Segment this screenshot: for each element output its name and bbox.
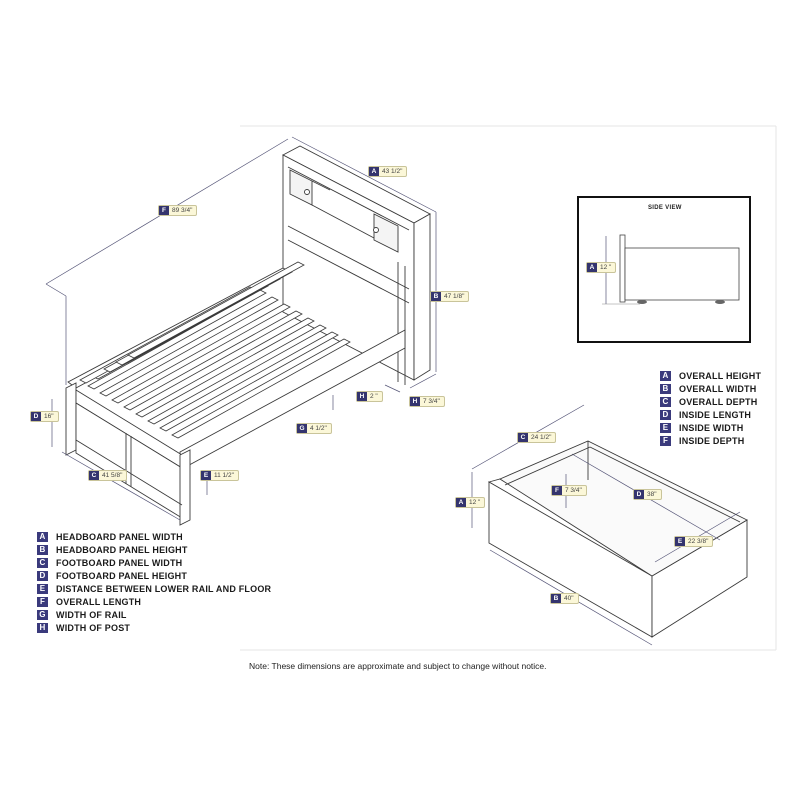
dim-label-f: F 89 3/4" <box>158 205 198 216</box>
dim-label-b: B 47 1/8" <box>430 291 470 302</box>
dim-label-c: C 41 5/8" <box>88 470 128 481</box>
legend-label: INSIDE DEPTH <box>679 435 745 446</box>
dim-badge-c: C <box>518 433 528 442</box>
dim-value-g: 4 1/2" <box>310 425 327 432</box>
dim-value-d: 16" <box>44 413 54 420</box>
drawer-legend: A OVERALL HEIGHT B OVERALL WIDTH C OVERALL … <box>660 369 761 447</box>
side-view-title: SIDE VIEW <box>648 205 682 211</box>
dim-value-h-post: 2 " <box>370 393 378 400</box>
legend-badge: A <box>660 370 671 381</box>
drawer-legend-item: C OVERALL DEPTH <box>660 395 761 408</box>
dim-value-h-depth: 7 3/4" <box>423 398 440 405</box>
dim-badge-g: G <box>297 424 307 433</box>
legend-badge: G <box>37 609 48 620</box>
bed-legend-item: B HEADBOARD PANEL HEIGHT <box>37 543 271 556</box>
dim-badge-h: H <box>410 397 420 406</box>
dim-value-e: 22 3/8" <box>688 538 709 545</box>
dim-value-c: 41 5/8" <box>102 472 123 479</box>
bed-legend: A HEADBOARD PANEL WIDTH B HEADBOARD PANEL … <box>37 530 271 634</box>
dim-value-b: 40" <box>564 595 574 602</box>
faint-frame <box>240 125 777 651</box>
legend-badge: D <box>37 570 48 581</box>
dim-value-c: 24 1/2" <box>531 434 552 441</box>
dim-badge-e: E <box>675 537 685 546</box>
legend-label: OVERALL LENGTH <box>56 596 142 607</box>
dim-value-f: 7 3/4" <box>565 487 582 494</box>
dim-value: 12 " <box>600 264 612 271</box>
bed-legend-item: H WIDTH OF POST <box>37 621 271 634</box>
dim-badge-h: H <box>357 392 367 401</box>
dim-badge-e: E <box>201 471 211 480</box>
legend-badge: B <box>660 383 671 394</box>
bed-drawing <box>65 145 431 526</box>
dim-value-b: 47 1/8" <box>444 293 465 300</box>
bed-legend-item: D FOOTBOARD PANEL HEIGHT <box>37 569 271 582</box>
legend-label: HEADBOARD PANEL WIDTH <box>56 531 183 542</box>
legend-badge: E <box>37 583 48 594</box>
bed-legend-item: C FOOTBOARD PANEL WIDTH <box>37 556 271 569</box>
dim-label-a: A 43 1/2" <box>368 166 408 177</box>
legend-label: WIDTH OF POST <box>56 622 131 633</box>
dim-badge-a: A <box>587 263 597 272</box>
dim-badge-a: A <box>369 167 379 176</box>
legend-label: OVERALL WIDTH <box>679 383 757 394</box>
legend-label: FOOTBOARD PANEL WIDTH <box>56 557 183 568</box>
legend-badge: E <box>660 422 671 433</box>
legend-label: INSIDE WIDTH <box>679 422 744 433</box>
dim-badge-d: D <box>634 490 644 499</box>
drawer-dim-label-a: A 12 " <box>455 497 486 508</box>
dim-value-a: 43 1/2" <box>382 168 403 175</box>
dim-value-a: 12 " <box>469 499 481 506</box>
legend-badge: B <box>37 544 48 555</box>
legend-label: WIDTH OF RAIL <box>56 609 127 620</box>
drawer-legend-item: E INSIDE WIDTH <box>660 421 761 434</box>
dim-badge-f: F <box>552 486 562 495</box>
drawer-legend-item: F INSIDE DEPTH <box>660 434 761 447</box>
side-view-dim-label: A 12 " <box>586 262 617 273</box>
dim-badge-f: F <box>159 206 169 215</box>
legend-badge: F <box>660 435 671 446</box>
legend-label: DISTANCE BETWEEN LOWER RAIL AND FLOOR <box>56 583 272 594</box>
drawer-dim-label-c: C 24 1/2" <box>517 432 557 443</box>
dim-badge-d: D <box>31 412 41 421</box>
legend-badge: D <box>660 409 671 420</box>
drawer-legend-item: A OVERALL HEIGHT <box>660 369 761 382</box>
dim-badge-a: A <box>456 498 466 507</box>
dim-label-h-depth: H 7 3/4" <box>409 396 445 407</box>
legend-badge: H <box>37 622 48 633</box>
dim-label-d: D 16" <box>30 411 59 422</box>
dim-label-g: G 4 1/2" <box>296 423 332 434</box>
drawer-dim-label-f: F 7 3/4" <box>551 485 587 496</box>
bed-slats <box>79 261 351 439</box>
legend-badge: F <box>37 596 48 607</box>
dim-badge-c: C <box>89 471 99 480</box>
legend-label: OVERALL DEPTH <box>679 396 758 407</box>
dim-value-d: 38" <box>647 491 657 498</box>
drawer-legend-item: B OVERALL WIDTH <box>660 382 761 395</box>
drawer-dim-label-b: B 40" <box>550 593 579 604</box>
disclaimer-note: Note: These dimensions are approximate a… <box>249 661 547 671</box>
dim-badge-b: B <box>551 594 561 603</box>
legend-label: HEADBOARD PANEL HEIGHT <box>56 544 188 555</box>
dim-label-h-post: H 2 " <box>356 391 383 402</box>
bed-legend-item: G WIDTH OF RAIL <box>37 608 271 621</box>
bed-legend-item: E DISTANCE BETWEEN LOWER RAIL AND FLOOR <box>37 582 271 595</box>
drawer-dim-label-e: E 22 3/8" <box>674 536 714 547</box>
dim-value-e: 11 1/2" <box>214 472 234 479</box>
drawer-dim-label-d: D 38" <box>633 489 662 500</box>
drawer-legend-item: D INSIDE LENGTH <box>660 408 761 421</box>
legend-badge: A <box>37 531 48 542</box>
dim-badge-b: B <box>431 292 441 301</box>
bed-legend-item: A HEADBOARD PANEL WIDTH <box>37 530 271 543</box>
legend-label: OVERALL HEIGHT <box>679 370 762 381</box>
bed-legend-item: F OVERALL LENGTH <box>37 595 271 608</box>
legend-badge: C <box>37 557 48 568</box>
dim-label-e: E 11 1/2" <box>200 470 239 481</box>
legend-label: INSIDE LENGTH <box>679 409 752 420</box>
legend-label: FOOTBOARD PANEL HEIGHT <box>56 570 188 581</box>
dim-value-f: 89 3/4" <box>172 207 193 214</box>
legend-badge: C <box>660 396 671 407</box>
